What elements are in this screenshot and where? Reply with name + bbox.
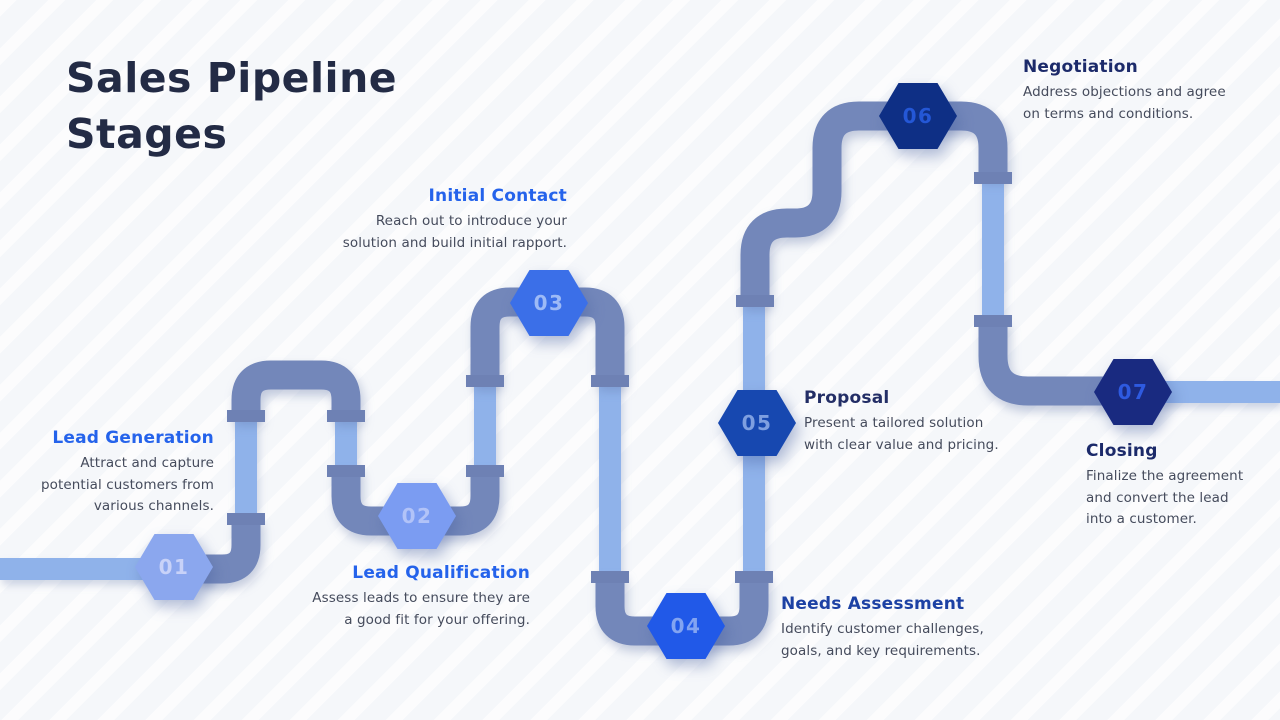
stage-description: Attract and capture potential customers … bbox=[40, 455, 214, 514]
stage-number: 07 bbox=[1117, 380, 1149, 404]
stage-label-initial-contact: Initial Contact Reach out to introduce y… bbox=[307, 186, 567, 254]
stage-description: Present a tailored solution with clear v… bbox=[804, 415, 999, 453]
pipe-joint-collars bbox=[227, 172, 1012, 583]
hexagon-icon: 03 bbox=[510, 270, 588, 336]
stage-description: Identify customer challenges, goals, and… bbox=[781, 621, 984, 659]
stage-number: 01 bbox=[158, 555, 190, 579]
hexagon-icon: 02 bbox=[378, 483, 456, 549]
stage-number: 03 bbox=[533, 291, 565, 315]
stage-number: 05 bbox=[741, 411, 773, 435]
stage-title: Lead Qualification bbox=[352, 563, 530, 583]
stage-title: Proposal bbox=[804, 388, 890, 408]
stage-label-needs-assessment: Needs Assessment Identify customer chall… bbox=[781, 594, 1041, 662]
stage-marker-04: 04 bbox=[647, 593, 725, 659]
stage-title: Closing bbox=[1086, 441, 1158, 461]
stage-number: 04 bbox=[670, 614, 702, 638]
stage-label-proposal: Proposal Present a tailored solution wit… bbox=[804, 388, 1064, 456]
hexagon-icon: 01 bbox=[135, 534, 213, 600]
stage-label-lead-qualification: Lead Qualification Assess leads to ensur… bbox=[270, 563, 530, 631]
hexagon-icon: 05 bbox=[718, 390, 796, 456]
stage-description: Reach out to introduce your solution and… bbox=[342, 213, 567, 251]
stage-title: Initial Contact bbox=[428, 186, 567, 206]
stage-label-negotiation: Negotiation Address objections and agree… bbox=[1023, 57, 1280, 125]
stage-marker-05: 05 bbox=[718, 390, 796, 456]
page-title: Sales Pipeline Stages bbox=[66, 54, 398, 158]
stage-marker-03: 03 bbox=[510, 270, 588, 336]
hexagon-icon: 07 bbox=[1094, 359, 1172, 425]
stage-title: Needs Assessment bbox=[781, 594, 965, 614]
stage-marker-07: 07 bbox=[1094, 359, 1172, 425]
stage-number: 02 bbox=[401, 504, 433, 528]
hexagon-icon: 04 bbox=[647, 593, 725, 659]
stage-marker-02: 02 bbox=[378, 483, 456, 549]
stage-marker-06: 06 bbox=[879, 83, 957, 149]
stage-marker-01: 01 bbox=[135, 534, 213, 600]
stage-number: 06 bbox=[902, 104, 934, 128]
stage-label-lead-generation: Lead Generation Attract and capture pote… bbox=[0, 428, 214, 518]
stage-title: Lead Generation bbox=[52, 428, 214, 448]
stage-title: Negotiation bbox=[1023, 57, 1138, 77]
stage-description: Finalize the agreement and convert the l… bbox=[1086, 468, 1244, 527]
hexagon-icon: 06 bbox=[879, 83, 957, 149]
stage-description: Assess leads to ensure they are a good f… bbox=[312, 590, 530, 628]
stage-label-closing: Closing Finalize the agreement and conve… bbox=[1086, 441, 1280, 531]
stage-description: Address objections and agree on terms an… bbox=[1023, 84, 1226, 122]
